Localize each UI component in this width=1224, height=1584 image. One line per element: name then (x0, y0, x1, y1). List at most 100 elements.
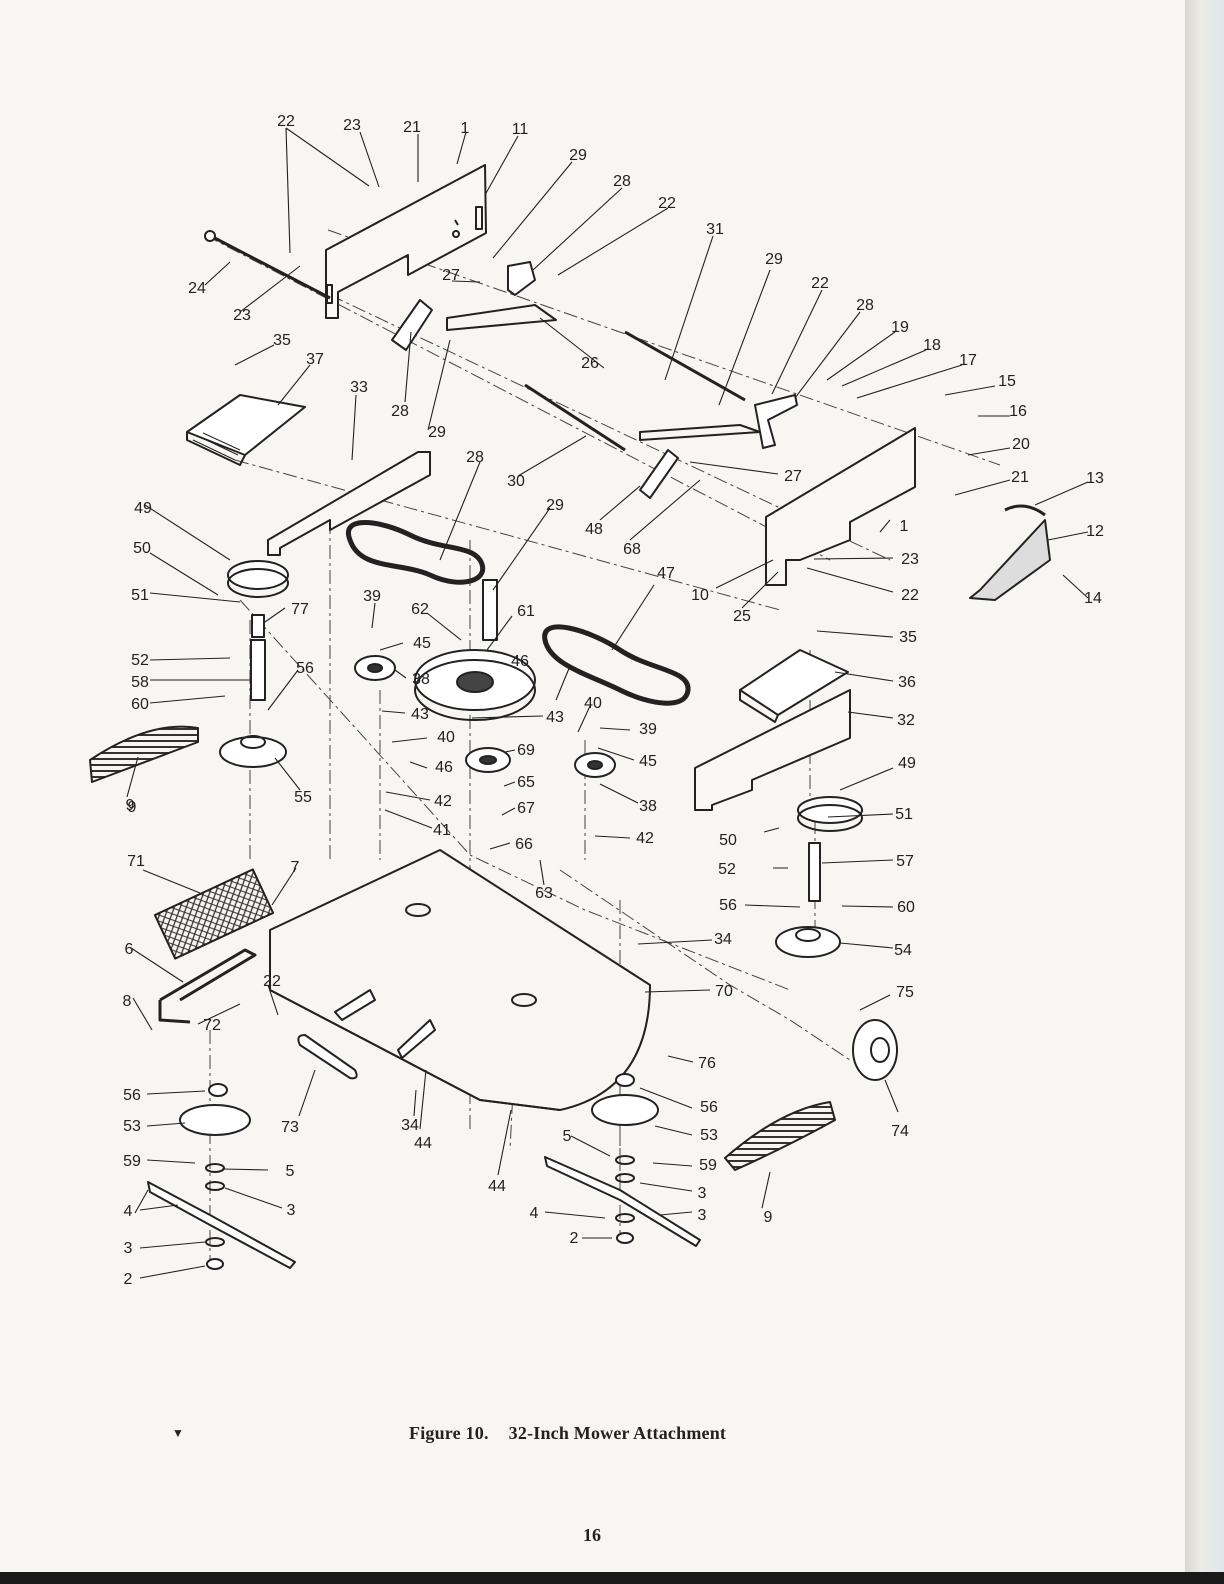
callout-47: 47 (657, 565, 675, 582)
callout-28: 28 (856, 297, 874, 314)
callout-52: 52 (718, 861, 736, 878)
callout-52: 52 (131, 652, 149, 669)
callout-13: 13 (1086, 470, 1104, 487)
callout-14: 14 (1084, 590, 1102, 607)
callout-55: 55 (294, 789, 312, 806)
callout-43: 43 (411, 706, 429, 723)
callout-41: 41 (433, 822, 451, 839)
callout-54: 54 (894, 942, 912, 959)
leader-lines (126, 127, 1089, 1279)
callout-8: 8 (123, 993, 132, 1010)
callout-69: 69 (517, 742, 535, 759)
callout-34: 34 (714, 931, 732, 948)
callout-22: 22 (658, 195, 676, 212)
callout-77: 77 (291, 601, 309, 618)
callout-1: 1 (900, 518, 909, 535)
callout-42: 42 (636, 830, 654, 847)
callout-21: 21 (403, 119, 421, 136)
scan-mark: ▼ (172, 1426, 184, 1440)
callout-50: 50 (719, 832, 737, 849)
callout-26: 26 (581, 355, 599, 372)
callout-31: 31 (706, 221, 724, 238)
callout-56: 56 (719, 897, 737, 914)
callout-23: 23 (901, 551, 919, 568)
callout-18: 18 (923, 337, 941, 354)
callout-65: 65 (517, 774, 535, 791)
callout-63: 63 (535, 885, 553, 902)
callout-76: 76 (698, 1055, 716, 1072)
callout-33: 33 (350, 379, 368, 396)
callout-22: 22 (901, 587, 919, 604)
callout-29: 29 (546, 497, 564, 514)
callout-56: 56 (296, 660, 314, 677)
callout-28: 28 (466, 449, 484, 466)
callout-4: 4 (124, 1203, 133, 1220)
callout-51: 51 (895, 806, 913, 823)
callout-5: 5 (563, 1128, 572, 1145)
callout-27: 27 (442, 267, 460, 284)
callout-2: 2 (570, 1230, 579, 1247)
callout-40: 40 (437, 729, 455, 746)
callout-19: 19 (891, 319, 909, 336)
callout-46: 46 (511, 653, 529, 670)
callout-36: 36 (898, 674, 916, 691)
callout-9: 9 (128, 799, 137, 816)
callout-73: 73 (281, 1119, 299, 1136)
callout-30: 30 (507, 473, 525, 490)
callout-59: 59 (699, 1157, 717, 1174)
callout-9: 9 (126, 797, 135, 814)
callout-44: 44 (414, 1135, 432, 1152)
callout-62: 62 (411, 601, 429, 618)
callout-3: 3 (698, 1207, 707, 1224)
callout-51: 51 (131, 587, 149, 604)
callout-49: 49 (134, 500, 152, 517)
callout-38: 38 (412, 671, 430, 688)
callout-9: 9 (764, 1209, 773, 1226)
callout-21: 21 (1011, 469, 1029, 486)
callout-45: 45 (639, 753, 657, 770)
parts-artwork (89, 164, 1051, 1270)
callout-10: 10 (691, 587, 709, 604)
callout-50: 50 (133, 540, 151, 557)
callout-44: 44 (488, 1178, 506, 1195)
callout-7: 7 (291, 859, 300, 876)
callout-27: 27 (784, 468, 802, 485)
callout-71: 71 (127, 853, 145, 870)
callout-29: 29 (569, 147, 587, 164)
callout-22: 22 (263, 973, 281, 990)
callout-66: 66 (515, 836, 533, 853)
callout-11: 11 (512, 121, 529, 138)
callout-22: 22 (277, 113, 295, 130)
callout-2: 2 (124, 1271, 133, 1288)
callout-49: 49 (898, 755, 916, 772)
callout-12: 12 (1086, 523, 1104, 540)
callout-42: 42 (434, 793, 452, 810)
callout-23: 23 (233, 307, 251, 324)
callout-29: 29 (428, 424, 446, 441)
callout-6: 6 (125, 941, 134, 958)
callout-75: 75 (896, 984, 914, 1001)
callout-24: 24 (188, 280, 206, 297)
callout-5: 5 (286, 1163, 295, 1180)
callout-17: 17 (959, 352, 977, 369)
callout-35: 35 (273, 332, 291, 349)
callout-23: 23 (343, 117, 361, 134)
figure-label: Figure 10. (409, 1423, 489, 1443)
callout-53: 53 (123, 1118, 141, 1135)
callout-20: 20 (1012, 436, 1030, 453)
callout-56: 56 (123, 1087, 141, 1104)
callout-3: 3 (287, 1202, 296, 1219)
figure-caption: Figure 10.32-Inch Mower Attachment (409, 1423, 726, 1444)
callout-32: 32 (897, 712, 915, 729)
callout-60: 60 (897, 899, 915, 916)
callout-60: 60 (131, 696, 149, 713)
callout-3: 3 (124, 1240, 133, 1257)
callout-39: 39 (363, 588, 381, 605)
page-number: 16 (583, 1525, 601, 1545)
callout-68: 68 (623, 541, 641, 558)
callout-57: 57 (896, 853, 914, 870)
callout-1: 1 (461, 120, 470, 137)
callout-45: 45 (413, 635, 431, 652)
callout-22: 22 (811, 275, 829, 292)
